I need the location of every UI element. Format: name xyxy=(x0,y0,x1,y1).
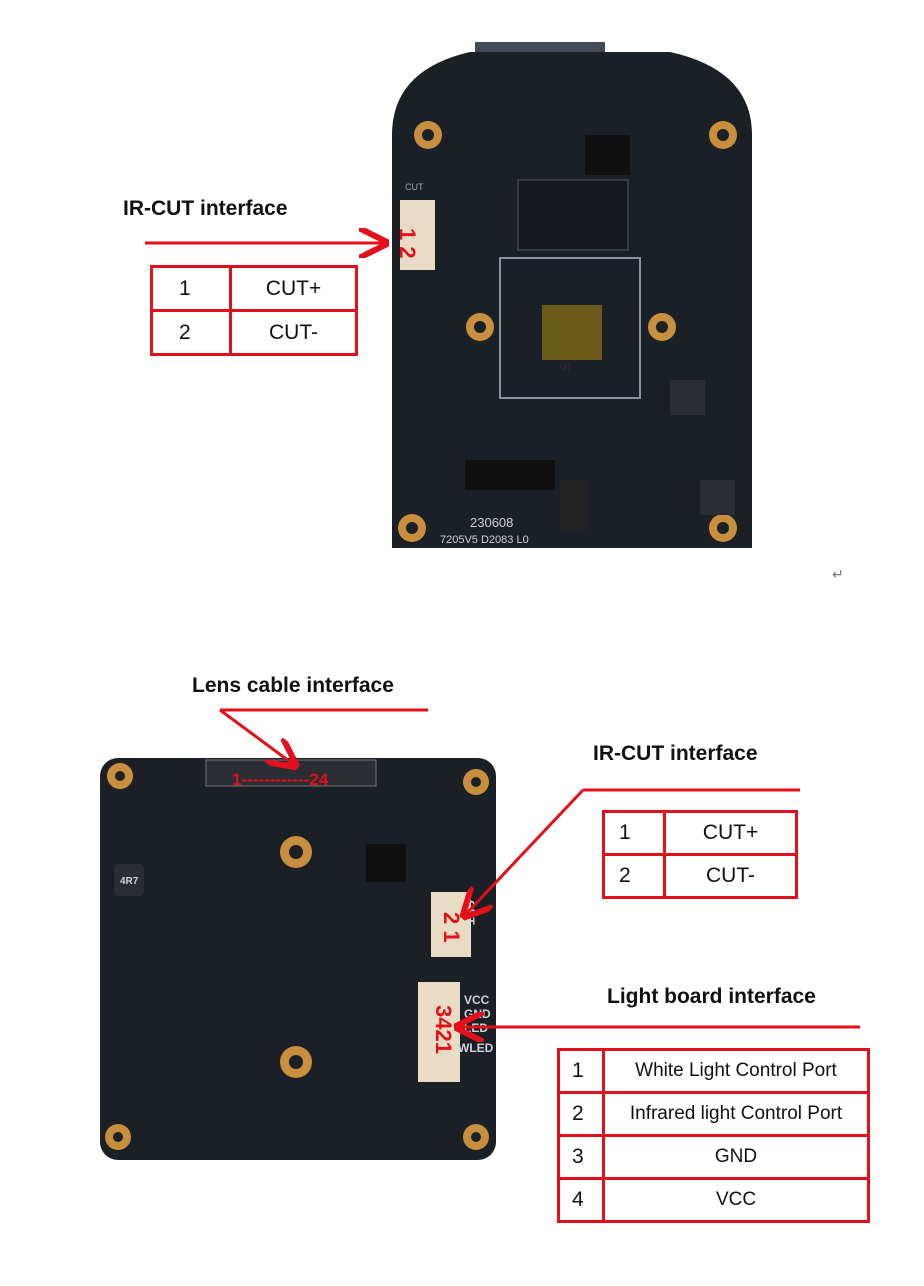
pin-label: Infrared light Control Port xyxy=(602,1091,870,1137)
pin-label: CUT- xyxy=(229,309,358,356)
pin-label: CUT+ xyxy=(663,810,798,856)
pin-number: 1 xyxy=(557,1048,605,1094)
svg-text:CUT: CUT xyxy=(405,182,424,192)
pin-number: 3 xyxy=(557,1134,605,1180)
top-ircut-connector-label: 1 2 xyxy=(395,228,420,259)
paragraph-return-mark: ↵ xyxy=(832,566,844,582)
svg-text:LED: LED xyxy=(464,1021,488,1035)
bottom-ircut-connector-label: 2 1 xyxy=(439,912,464,943)
top-ircut-title: IR-CUT interface xyxy=(123,197,288,220)
board-model-label: 7205V5 D2083 L0 xyxy=(440,534,529,546)
pin-label: CUT- xyxy=(663,853,798,899)
pin-label: GND xyxy=(602,1134,870,1180)
pin-label: CUT+ xyxy=(229,265,358,312)
svg-text:WLED: WLED xyxy=(458,1041,494,1055)
light-connector-label: 3421 xyxy=(431,1005,456,1054)
pin-number: 4 xyxy=(557,1177,605,1223)
pin-number: 1 xyxy=(150,265,232,312)
light-board-title: Light board interface xyxy=(607,985,816,1008)
board-date-label: 230608 xyxy=(470,515,513,530)
lens-pin-range-label: 1------------24 xyxy=(232,770,329,789)
svg-text:CUT: CUT xyxy=(463,900,477,925)
pin-label: VCC xyxy=(602,1177,870,1223)
lens-cable-title: Lens cable interface xyxy=(192,674,394,697)
pin-number: 1 xyxy=(602,810,666,856)
top-pcb-photo: CUT U7 230608 7205V5 D2083 L0 xyxy=(392,42,752,548)
pin-number: 2 xyxy=(150,309,232,356)
svg-text:VCC: VCC xyxy=(464,993,490,1007)
pin-label: White Light Control Port xyxy=(602,1048,870,1094)
svg-text:GND: GND xyxy=(464,1007,491,1021)
pin-number: 2 xyxy=(602,853,666,899)
pin-number: 2 xyxy=(557,1091,605,1137)
bottom-ircut-title: IR-CUT interface xyxy=(593,742,758,765)
svg-text:4R7: 4R7 xyxy=(120,876,139,887)
svg-text:U7: U7 xyxy=(560,362,572,372)
